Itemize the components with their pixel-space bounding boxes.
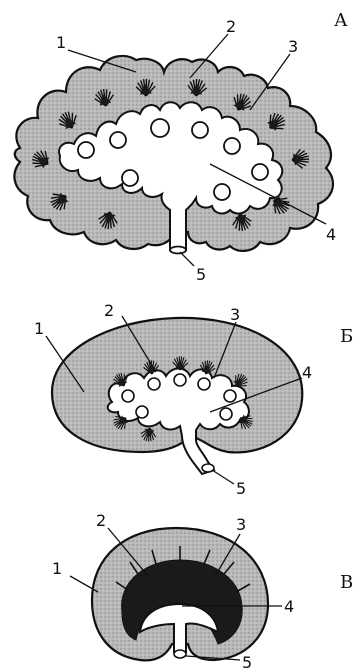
panel-c: В 1 2 3 4 5 [52,511,353,672]
panel-a-label-5: 5 [196,265,206,284]
panel-a-label-1: 1 [56,33,66,52]
panel-b-label-2: 2 [104,301,114,320]
panel-c-label-4: 4 [284,597,294,616]
panel-a-letter: А [334,10,348,31]
panel-c-label-5: 5 [242,653,252,672]
panel-b-label-3: 3 [230,305,240,324]
panel-b: Б 1 2 3 4 [34,301,353,498]
panel-b-label-5: 5 [236,479,246,498]
panel-c-label-1: 1 [52,559,62,578]
panel-b-label-4: 4 [302,363,312,382]
panel-c-label-2: 2 [96,511,106,530]
panel-a-label-2: 2 [226,17,236,36]
panel-c-label-3: 3 [236,515,246,534]
panel-a-label-4: 4 [326,225,336,244]
panel-a-label-3: 3 [288,37,298,56]
panel-a: А [14,10,348,284]
panel-b-letter: Б [340,326,353,347]
panel-b-label-1: 1 [34,319,44,338]
panel-c-letter: В [340,572,353,593]
